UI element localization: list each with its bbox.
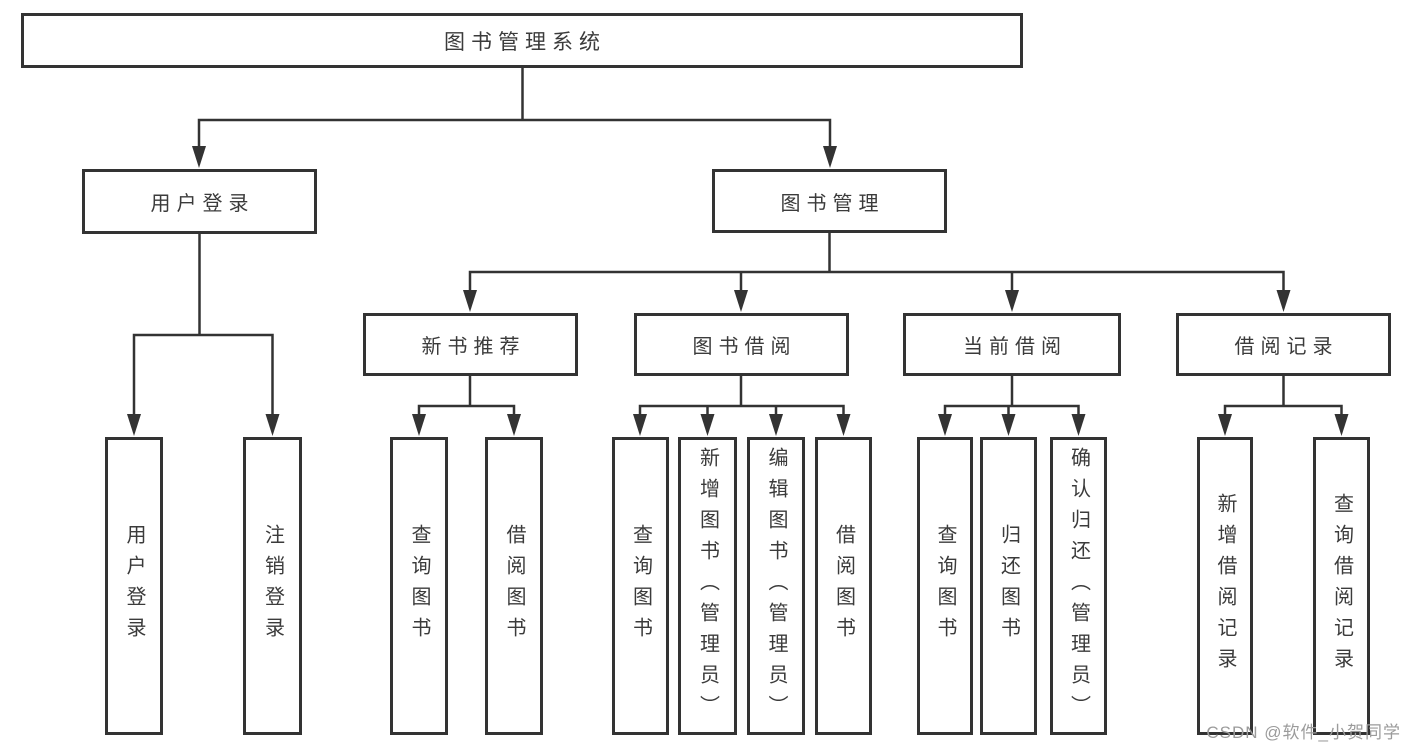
leaf-borrow-borrow-book: 借阅图书 (815, 437, 872, 735)
leaf-label: 借阅图书 (832, 524, 855, 648)
leaf-label: 借阅图书 (503, 524, 525, 648)
node-book-borrow: 图书借阅 (634, 313, 849, 376)
leaf-current-query-book: 查询图书 (917, 437, 973, 735)
leaf-borrow-edit-book-admin: 编辑图书（管理员） (747, 437, 805, 735)
leaf-label: 用户登录 (123, 524, 145, 648)
leaf-current-return-book: 归还图书 (980, 437, 1037, 735)
leaf-records-add-borrow-record: 新增借阅记录 (1197, 437, 1253, 735)
leaf-label: 编辑图书（管理员） (765, 446, 787, 726)
node-new-book-recommend: 新书推荐 (363, 313, 578, 376)
leaf-label: 确认归还（管理员） (1067, 446, 1090, 726)
csdn-watermark: CSDN @软件_小贺同学 (1206, 723, 1401, 742)
leaf-label: 查询图书 (629, 524, 652, 648)
leaf-logout: 注销登录 (243, 437, 302, 735)
leaf-borrow-query-book: 查询图书 (612, 437, 669, 735)
leaf-label: 查询借阅记录 (1330, 493, 1353, 679)
leaf-label: 新增借阅记录 (1214, 493, 1236, 679)
leaf-current-confirm-return-admin: 确认归还（管理员） (1050, 437, 1107, 735)
node-root-library-management-system: 图书管理系统 (21, 13, 1023, 68)
leaf-recommend-query-book: 查询图书 (390, 437, 448, 735)
leaf-records-query-borrow-record: 查询借阅记录 (1313, 437, 1370, 735)
node-user-login: 用户登录 (82, 169, 317, 234)
leaf-label: 归还图书 (997, 524, 1020, 648)
node-book-management: 图书管理 (712, 169, 947, 233)
node-current-borrow: 当前借阅 (903, 313, 1121, 376)
leaf-label: 新增图书（管理员） (696, 446, 719, 726)
leaf-label: 注销登录 (261, 524, 284, 648)
leaf-label: 查询图书 (408, 524, 430, 648)
leaf-user-login: 用户登录 (105, 437, 163, 735)
leaf-recommend-borrow-book: 借阅图书 (485, 437, 543, 735)
leaf-borrow-add-book-admin: 新增图书（管理员） (678, 437, 737, 735)
node-borrow-records: 借阅记录 (1176, 313, 1391, 376)
leaf-label: 查询图书 (934, 524, 956, 648)
